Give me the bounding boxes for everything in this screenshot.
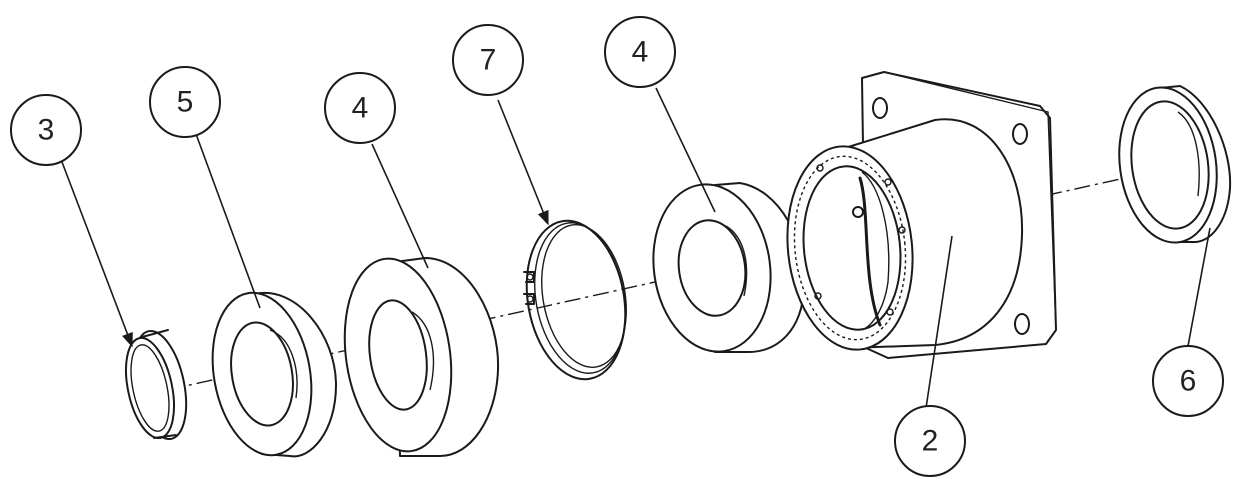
leader-6	[1187, 227, 1211, 347]
balloon-label: 3	[38, 114, 55, 147]
balloon-label: 6	[1180, 365, 1197, 398]
leader-4b	[655, 87, 716, 213]
balloon-label: 4	[352, 92, 369, 125]
leader-4a	[371, 143, 429, 269]
balloon-7: 7	[452, 24, 524, 96]
balloon-6: 6	[1152, 345, 1224, 417]
part-4-bushing-left	[343, 257, 500, 457]
balloon-label: 5	[177, 86, 194, 119]
leader-5	[195, 133, 261, 309]
balloon-label: 7	[480, 44, 497, 77]
balloon-4-left: 4	[324, 72, 396, 144]
leader-lines	[61, 87, 1211, 409]
leader-3	[61, 161, 133, 348]
balloon-label: 4	[632, 36, 649, 69]
part-4-bushing-right	[652, 182, 806, 353]
balloon-4-right: 4	[604, 16, 676, 88]
part-6-seal-ring	[1118, 85, 1232, 244]
part-2-flanged-housing	[786, 71, 1057, 359]
balloon-3: 3	[10, 94, 82, 166]
balloon-2: 2	[894, 405, 966, 477]
balloon-5: 5	[149, 66, 221, 138]
part-5-ring	[211, 291, 337, 458]
part-3-sleeve	[125, 329, 188, 441]
balloon-label: 2	[922, 425, 939, 458]
leader-2	[925, 235, 953, 409]
leader-7	[497, 99, 549, 226]
part-7-snap-ring	[523, 219, 627, 381]
